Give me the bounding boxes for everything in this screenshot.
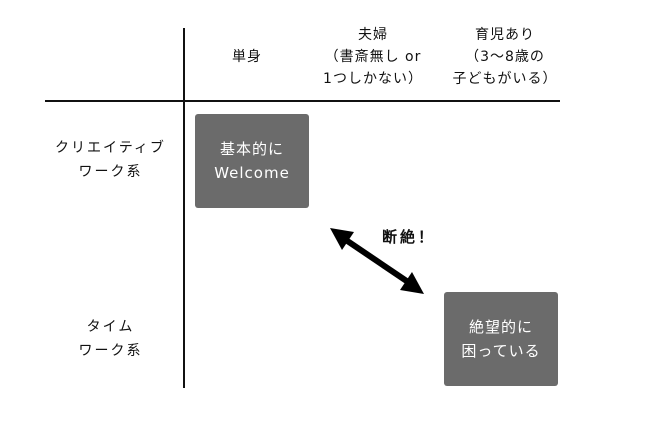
column-header-line: 夫婦 (358, 27, 388, 43)
column-header-line: 単身 (232, 49, 262, 65)
column-header-line: 子どもがいる） (452, 71, 558, 87)
welcome-box: 基本的に Welcome (195, 114, 309, 208)
row-label-time-work: タイム ワーク系 (38, 315, 183, 363)
column-header-single: 単身 (212, 46, 282, 68)
column-header-line: （書斎無し or (324, 49, 422, 65)
column-header-line: （3〜8歳の (465, 49, 545, 65)
box-line: 絶望的に (468, 318, 533, 336)
column-header-parenting: 育児あり （3〜8歳の 子どもがいる） (440, 24, 570, 90)
row-label-line: ワーク系 (78, 164, 143, 180)
horizontal-divider (45, 100, 560, 102)
row-label-creative-work: クリエイティブ ワーク系 (38, 136, 183, 184)
vertical-divider (183, 28, 185, 388)
box-line: 基本的に (219, 140, 284, 158)
row-label-line: クリエイティブ (55, 140, 166, 156)
row-label-line: タイム (86, 319, 135, 335)
row-label-line: ワーク系 (78, 343, 143, 359)
column-header-line: 育児あり (475, 27, 535, 43)
column-header-line: 1つしかない） (323, 71, 423, 87)
trouble-box: 絶望的に 困っている (444, 292, 558, 386)
box-line: 困っている (461, 342, 541, 360)
box-line: Welcome (214, 164, 290, 182)
column-header-couple: 夫婦 （書斎無し or 1つしかない） (308, 24, 438, 90)
disconnect-note: 断絶！ (382, 228, 437, 246)
